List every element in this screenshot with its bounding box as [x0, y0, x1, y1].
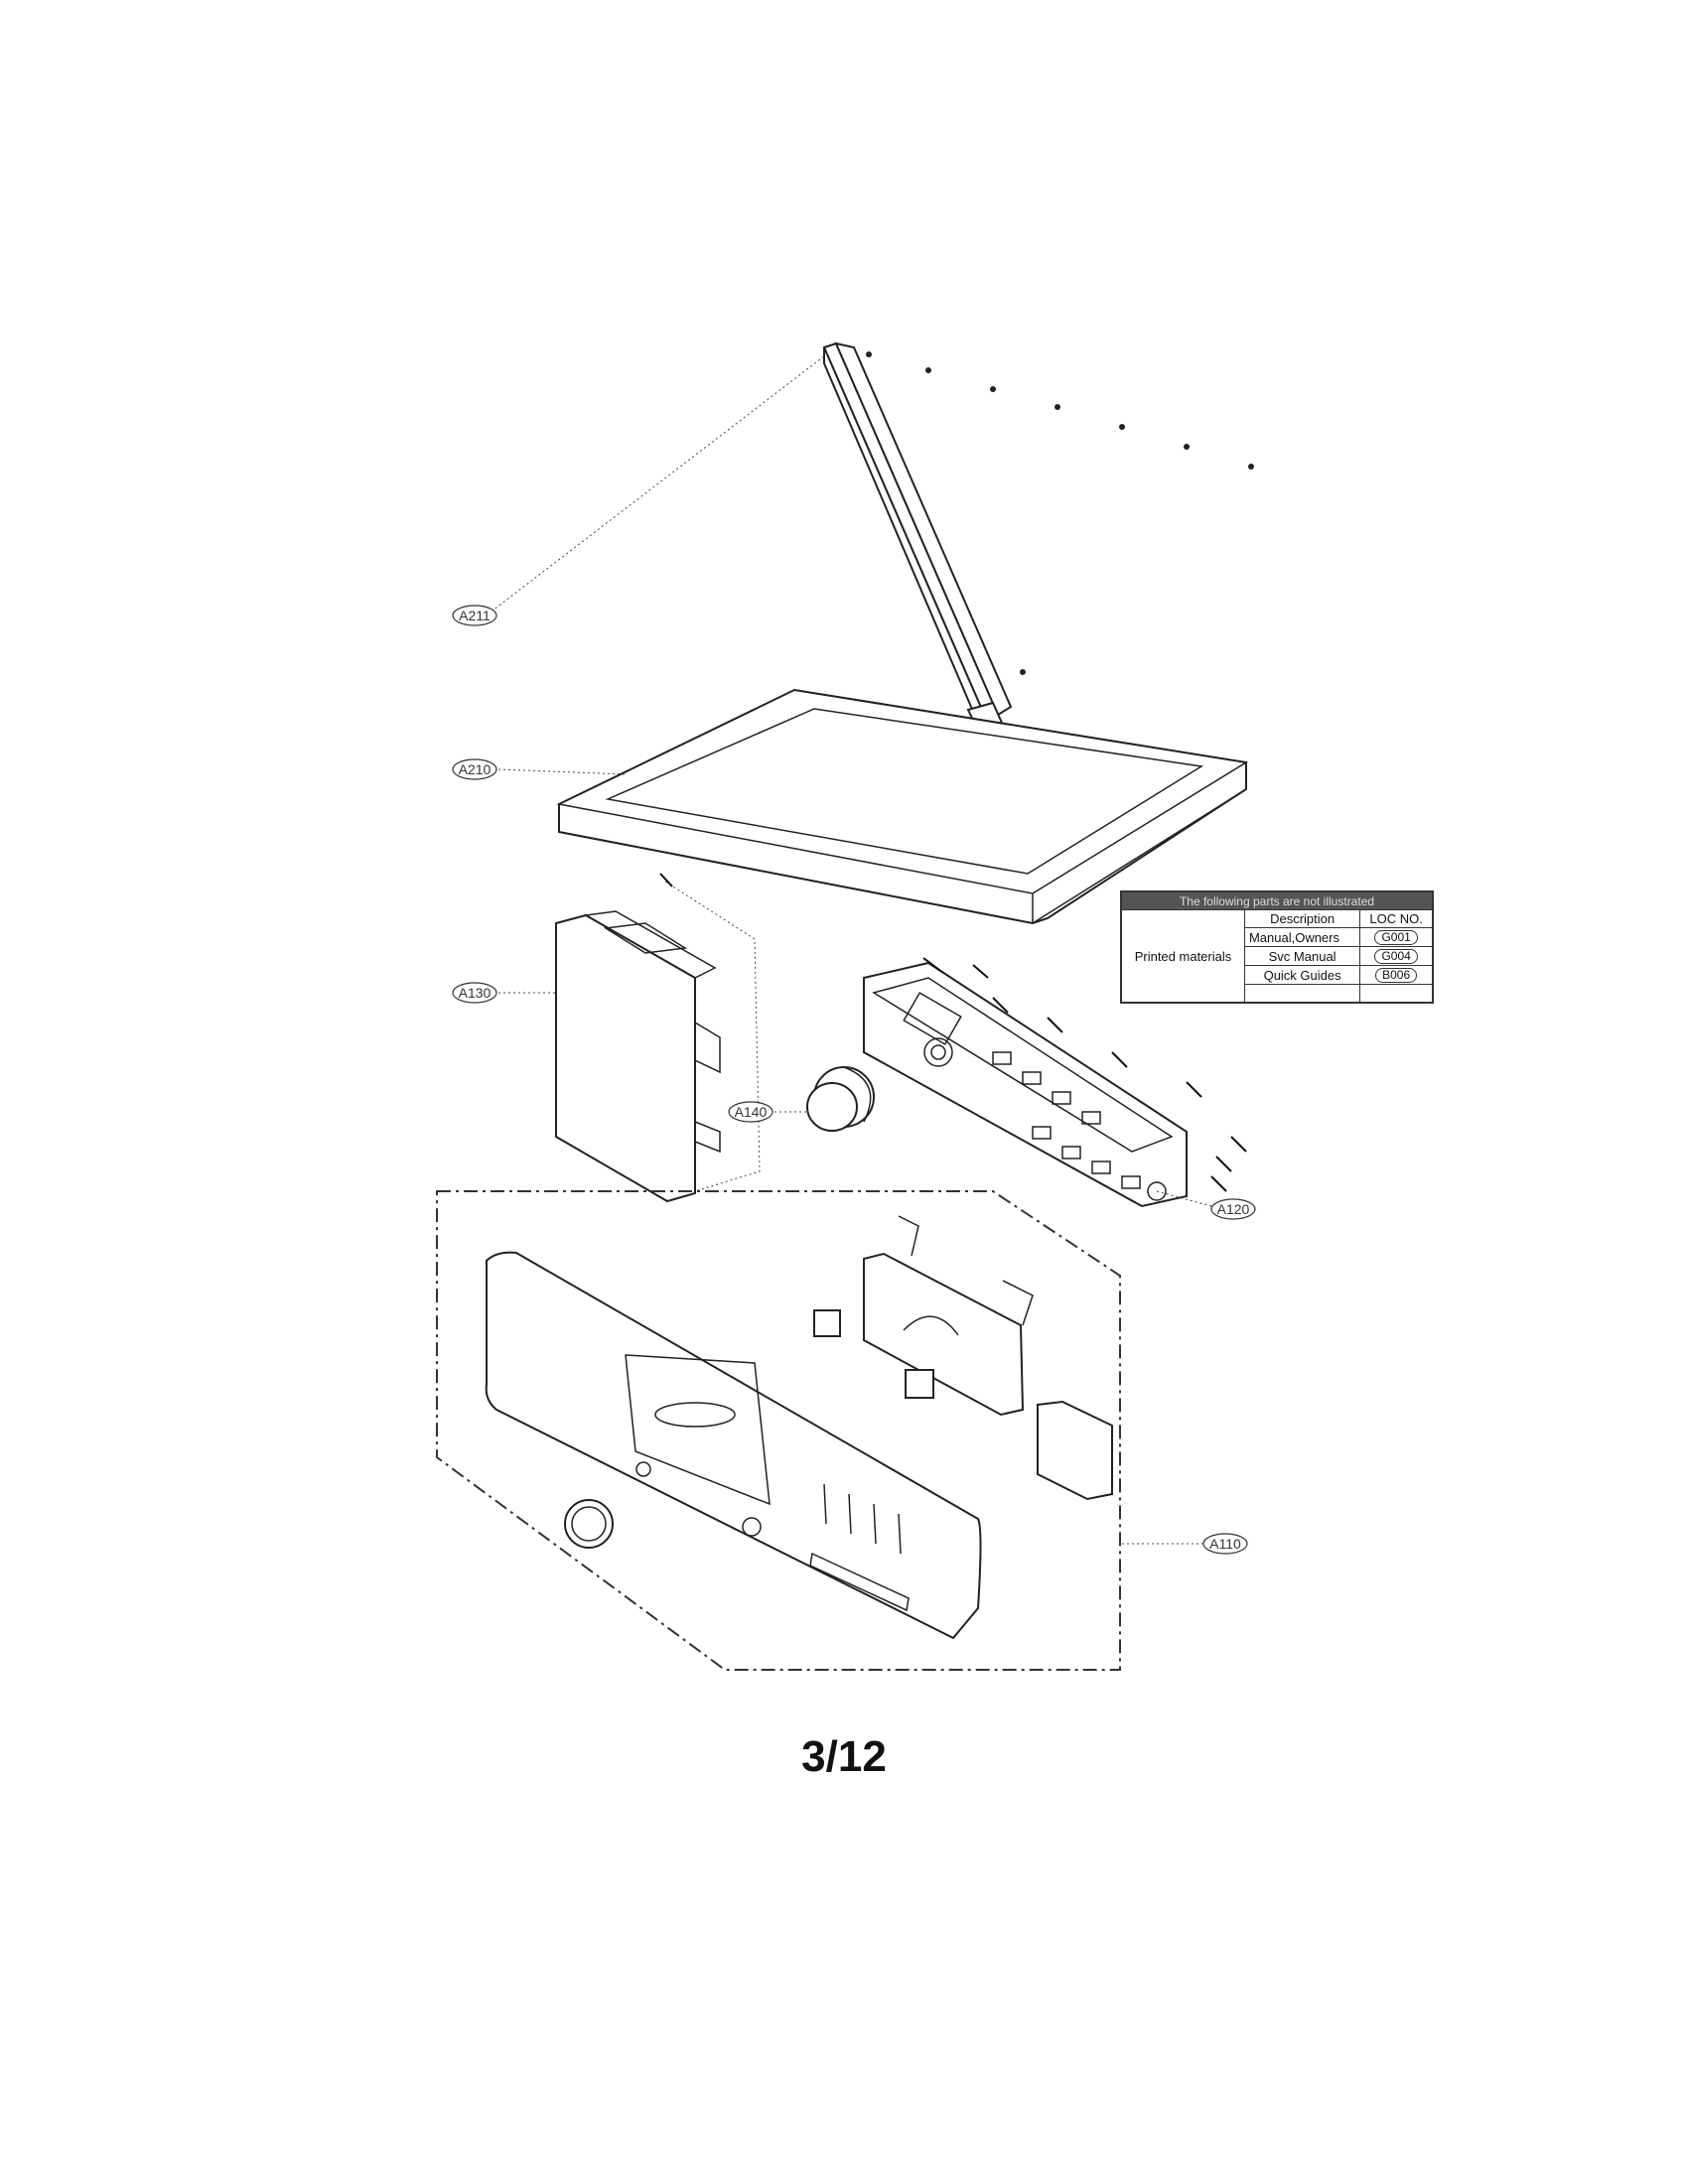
a210-top-plate: [556, 688, 1249, 925]
a140-knob: [806, 1066, 875, 1132]
a211-top-rail: [822, 341, 1254, 739]
page-number: 3/12: [801, 1732, 887, 1781]
table-row: Svc Manual G004: [1121, 946, 1434, 966]
table-header-row: The following parts are not illustrated: [1120, 890, 1434, 910]
row-loc: G004: [1374, 949, 1418, 964]
group-label: Printed materials: [1120, 909, 1245, 1004]
a110-assembly-outline: [436, 1190, 1121, 1671]
a130-drawer: [555, 881, 761, 1203]
a210-callout: A210: [452, 758, 627, 780]
a110-control-panel: [485, 1251, 982, 1640]
a210-label: A210: [459, 761, 492, 777]
row-description: Quick Guides: [1243, 965, 1361, 985]
row-loc: G001: [1374, 930, 1418, 945]
a110-label: A110: [1209, 1536, 1241, 1552]
column-loc-no: LOC NO.: [1359, 909, 1434, 928]
a130-callout: A130: [452, 982, 556, 1004]
not-illustrated-parts-table: The following parts are not illustrated …: [1120, 890, 1434, 1004]
table-row: Quick Guides B006: [1121, 965, 1434, 985]
a211-callout: A211: [452, 351, 830, 626]
a211-label: A211: [459, 608, 491, 623]
column-description: Description: [1243, 909, 1361, 928]
row-description: Svc Manual: [1243, 946, 1361, 966]
a110-sub-parts: [813, 1215, 1113, 1501]
a120-screws: [659, 873, 1247, 1192]
a140-callout: A140: [728, 1101, 809, 1123]
table-header: The following parts are not illustrated: [1120, 890, 1434, 910]
a130-label: A130: [459, 985, 492, 1001]
row-loc: B006: [1375, 968, 1418, 983]
table-row: Manual,Owners G001: [1121, 927, 1434, 947]
table-column-row: Printed materials Description LOC NO.: [1120, 909, 1434, 1004]
a120-label: A120: [1217, 1201, 1250, 1217]
a120-control-board: [863, 961, 1188, 1208]
table-empty-row: [1121, 984, 1434, 1004]
a140-label: A140: [735, 1104, 768, 1120]
row-description: Manual,Owners: [1243, 927, 1361, 947]
a120-callout: A120: [1156, 1190, 1256, 1220]
a110-callout: A110: [1122, 1533, 1248, 1555]
